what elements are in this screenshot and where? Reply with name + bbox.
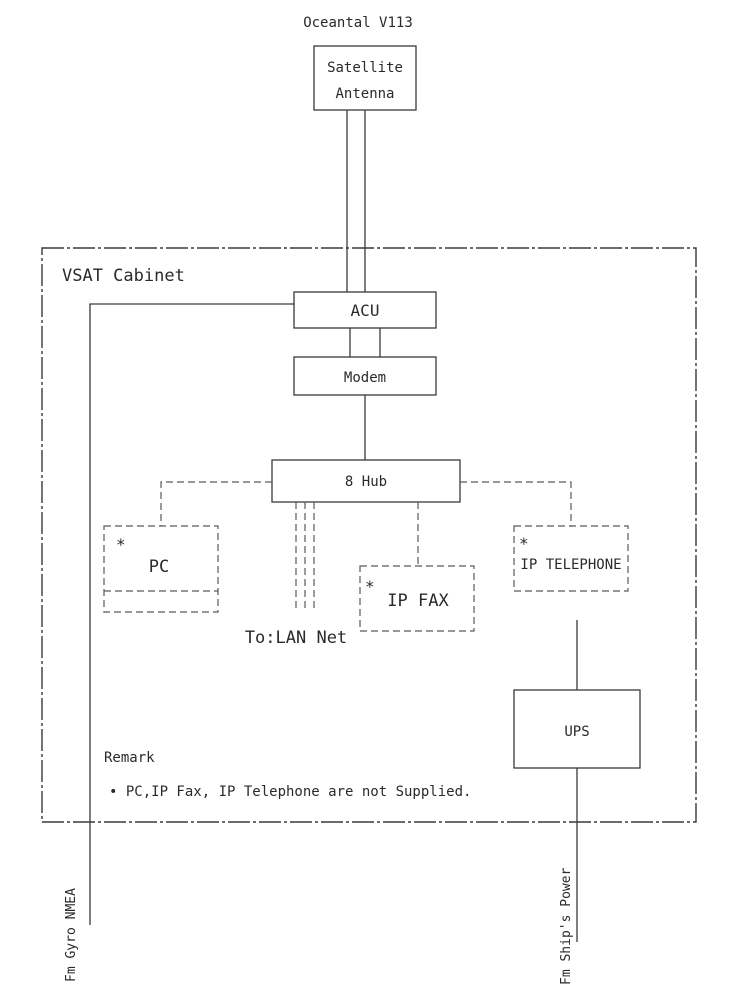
acu-block: ACU [293,291,437,329]
antenna-cables [346,110,366,292]
ip-fax-block: * IP FAX [359,565,475,632]
pc-label: PC [149,557,169,577]
remark-note: • PC,IP Fax, IP Telephone are not Suppli… [109,784,471,800]
satellite-antenna-label-2: Antenna [335,86,394,102]
hub-label: 8 Hub [345,474,387,490]
vsat-cabinet: VSAT Cabinet [41,247,697,823]
satellite-antenna-label-1: Satellite [327,60,403,76]
ship-power-input-label: Fm Ship's Power [559,867,574,985]
gyro-input-label: Fm Gyro NMEA [64,888,79,982]
modem-label: Modem [344,370,386,386]
hub-network-links [160,481,572,566]
acu-modem-links [349,328,381,357]
ip-fax-marker: * [365,577,375,596]
lan-net-label: To:LAN Net [245,628,347,648]
antenna-model-label: Oceantal V113 [303,15,413,31]
satellite-antenna-block: Satellite Antenna [313,45,417,111]
remark-title: Remark [104,750,155,766]
ups-label: UPS [564,724,589,740]
pc-marker: * [116,535,126,554]
ip-telephone-marker: * [519,534,529,553]
acu-label: ACU [351,301,380,320]
lan-lines [295,502,315,608]
remark-section: Remark • PC,IP Fax, IP Telephone are not… [104,750,471,800]
gyro-input-line [89,303,294,925]
ups-block: UPS [513,689,641,769]
ip-telephone-label: IP TELEPHONE [520,557,621,573]
hub-block: 8 Hub [271,459,461,503]
pc-block: * PC [103,525,219,613]
vsat-cabinet-title: VSAT Cabinet [62,266,185,286]
ip-fax-label: IP FAX [387,591,449,611]
ip-telephone-block: * IP TELEPHONE [513,525,629,592]
modem-block: Modem [293,356,437,396]
